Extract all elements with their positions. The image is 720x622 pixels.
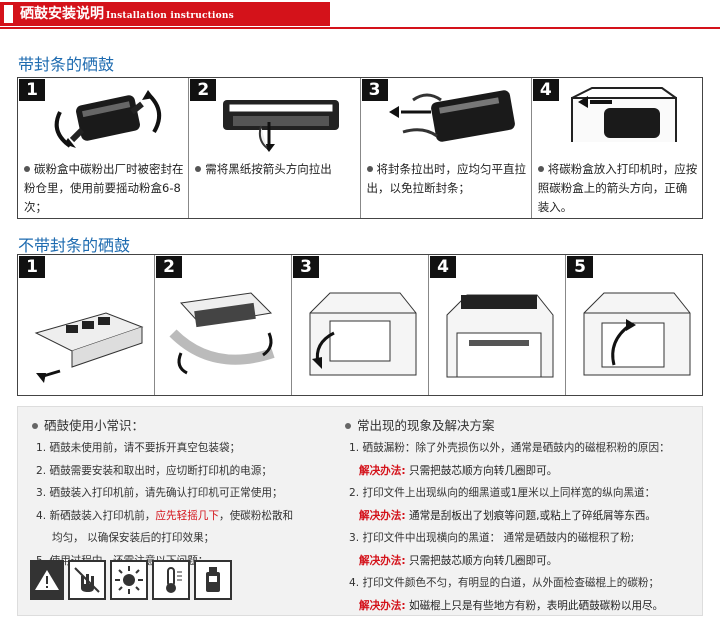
sealed-steps: 1 碳粉盒中碳粉出厂时被密封在粉仓里，使用前要摇动粉盒6-8次； 2 需将黑纸按…: [17, 77, 703, 219]
unsealed-step-1: 1: [18, 255, 155, 395]
bullet-icon: [366, 166, 373, 172]
insert-cartridge-illustration: [570, 87, 677, 142]
step-number: 2: [190, 79, 217, 101]
sealed-step-4: 4 将碳粉盒放入打印机时，应按照碳粉盒上的箭头方向，正确装入。: [532, 78, 702, 218]
unsealed-steps: 1 2 3 4: [17, 254, 703, 396]
step-number: 4: [532, 79, 559, 101]
tip-item: 4. 新硒鼓装入打印机前，应先轻摇几下，使碳粉松散和: [36, 509, 294, 522]
rock-cartridge-illustration: [169, 292, 275, 375]
bullet-icon: [32, 422, 38, 429]
banner-tab-mark: [4, 5, 13, 23]
banner-subtitle: Installation instructions: [106, 11, 234, 21]
step-number: 1: [19, 256, 45, 278]
unsealed-section-title: 不带封条的硒鼓: [18, 236, 131, 255]
remove-black-paper-illustration: [223, 100, 340, 152]
shake-cartridge-illustration: [54, 90, 162, 148]
tip-item: 2. 硒鼓需要安装和取出时，应切断打印机的电源；: [36, 464, 272, 477]
warning-triangle-icon: [30, 560, 64, 600]
no-upside-down-icon: [194, 560, 232, 600]
step-caption: 将封条拉出时，应均匀平直拉出，以免拉断封条；: [366, 162, 526, 195]
unsealed-step-2: 2: [155, 255, 292, 395]
bullet-icon: [345, 422, 351, 429]
step-number: 4: [430, 256, 456, 278]
usage-tips: 硒鼓使用小常识： 1. 硒鼓未使用前，请不要拆开真空包装袋； 2. 硒鼓需要安装…: [30, 415, 330, 572]
step-number: 3: [293, 256, 319, 278]
bullet-icon: [24, 166, 30, 172]
bullet-icon: [537, 166, 544, 172]
bullet-icon: [195, 166, 202, 172]
tip-item-continued: 均匀， 以确保安装后的打印效果；: [52, 532, 215, 544]
open-printer-illustration: [309, 292, 417, 376]
troubleshooting: 常出现的现象及解决方案 1. 硒鼓漏粉：除了外壳损伤以外，通常是硒鼓内的磁棍积粉…: [343, 415, 698, 617]
problem-item: 2. 打印文件上出现纵向的细黑道或1厘米以上同样宽的纵向黑道：: [349, 487, 656, 499]
solution-item: 解决办法: 只需把鼓芯顺方向转几圈即可。: [359, 464, 558, 477]
no-sunlight-icon: [110, 560, 148, 600]
no-touch-icon: [68, 560, 106, 600]
banner-bar: [0, 2, 330, 26]
step-caption: 将碳粉盒放入打印机时，应按照碳粉盒上的箭头方向，正确装入。: [537, 162, 698, 214]
tip-item: 3. 硒鼓装入打印机前，请先确认打印机可正常使用；: [36, 487, 283, 499]
sealed-step-3: 3 将封条拉出时，应均匀平直拉出，以免拉断封条；: [361, 78, 532, 218]
close-printer-illustration: [583, 292, 691, 376]
step-number: 2: [156, 256, 182, 278]
sealed-section-title: 带封条的硒鼓: [18, 55, 115, 74]
problem-item: 4. 打印文件颜色不匀，有明显的白道，从外面检查磁棍上的碳粉；: [349, 577, 660, 589]
pull-seal-illustration: [388, 90, 515, 142]
step-caption: 需将黑纸按箭头方向拉出: [195, 160, 355, 179]
unpack-cartridge-illustration: [34, 312, 144, 383]
step-number: 5: [567, 256, 593, 278]
problem-item: 3. 打印文件中出现横向的黑道： 通常是硒鼓内的磁棍积了粉;: [349, 532, 635, 544]
cartridge-in-printer-illustration: [446, 294, 554, 378]
solution-item: 解决办法: 只需把鼓芯顺方向转几圈即可。: [359, 554, 558, 567]
sealed-step-1: 1 碳粉盒中碳粉出厂时被密封在粉仓里，使用前要摇动粉盒6-8次；: [18, 78, 190, 218]
troubleshooting-heading: 常出现的现象及解决方案: [343, 415, 698, 437]
banner-underline: [0, 27, 720, 29]
problem-item: 1. 硒鼓漏粉：除了外壳损伤以外，通常是硒鼓内的磁棍积粉的原因：: [349, 442, 670, 454]
tip-item: 1. 硒鼓未使用前，请不要拆开真空包装袋；: [36, 442, 241, 454]
warning-icons: [30, 560, 240, 604]
usage-tips-heading: 硒鼓使用小常识：: [30, 415, 330, 437]
unsealed-step-4: 4: [429, 255, 566, 395]
unsealed-step-5: 5: [566, 255, 702, 395]
step-caption: 碳粉盒中碳粉出厂时被密封在粉仓里，使用前要摇动粉盒6-8次；: [24, 162, 184, 214]
step-number: 1: [19, 79, 45, 101]
step-number: 3: [361, 79, 388, 101]
sealed-step-2: 2 需将黑纸按箭头方向拉出: [189, 78, 361, 218]
temperature-icon: [152, 560, 190, 600]
solution-item: 解决办法: 通常是刮板出了划痕等问题,或粘上了碎纸屑等东西。: [359, 509, 657, 522]
unsealed-step-3: 3: [292, 255, 429, 395]
solution-item: 解决办法: 如磁棍上只是有些地方有粉，表明此硒鼓碳粉以用尽。: [359, 599, 664, 612]
highlight-text: 应先轻摇几下: [155, 509, 219, 522]
